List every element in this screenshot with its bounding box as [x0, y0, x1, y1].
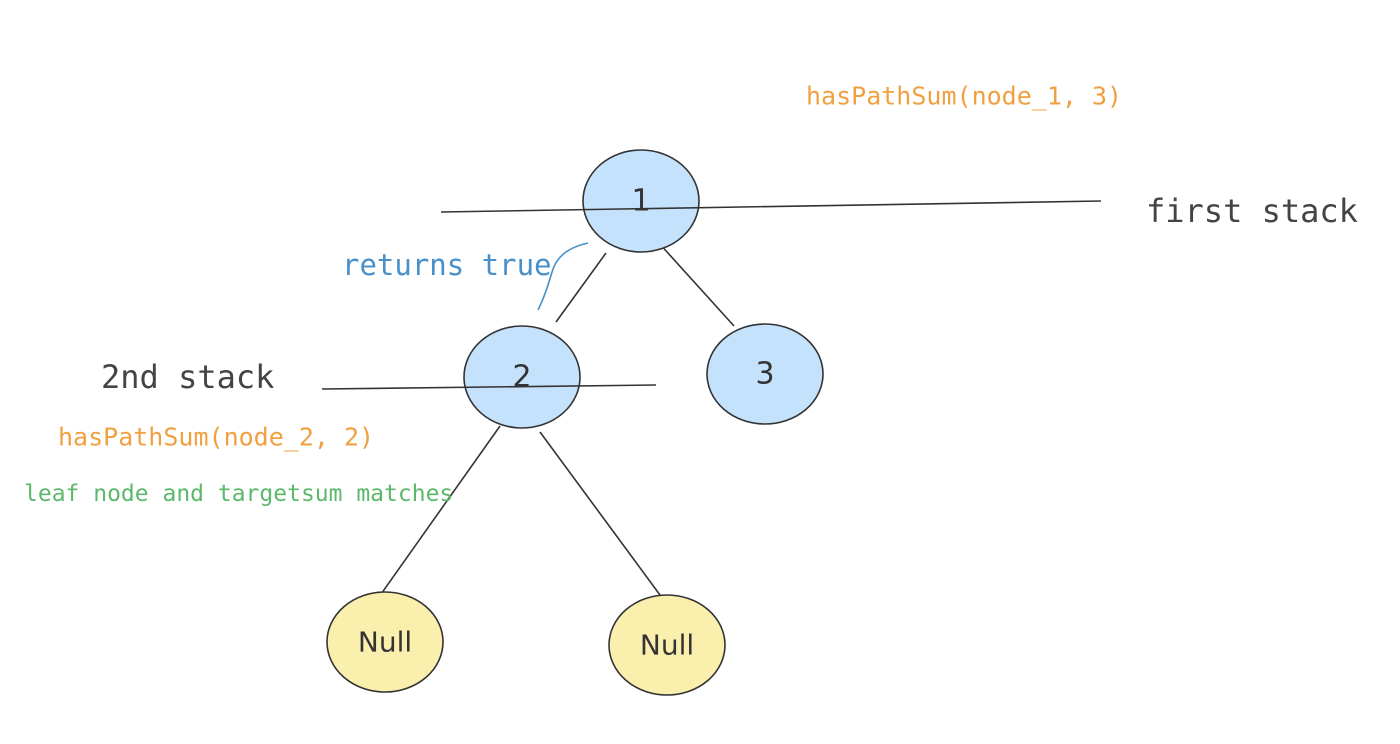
call-node-2-label: hasPathSum(node_2, 2)	[58, 423, 374, 452]
leaf-match-label: leaf node and targetsum matches	[24, 481, 453, 507]
returns-true-curve	[537, 242, 589, 311]
edge-2-null-right	[539, 431, 661, 596]
call-node-1-label: hasPathSum(node_1, 3)	[806, 82, 1122, 111]
first-stack-line	[440, 200, 1102, 213]
null-right-label: Null	[640, 629, 694, 662]
returns-true-label: returns true	[342, 248, 552, 282]
node-3-label: 3	[755, 357, 774, 392]
node-1-label: 1	[631, 184, 650, 219]
edge-2-null-left	[373, 425, 501, 605]
null-left-label: Null	[358, 626, 412, 659]
edge-1-2	[555, 252, 607, 323]
node-2-label: 2	[512, 360, 531, 395]
edge-1-3	[657, 241, 735, 327]
second-stack-label: 2nd stack	[101, 358, 274, 396]
tree-node-3: 3	[706, 323, 824, 425]
tree-node-null-right: Null	[608, 594, 726, 696]
first-stack-label: first stack	[1146, 192, 1358, 230]
second-stack-line	[321, 384, 657, 390]
tree-node-2: 2	[463, 325, 581, 429]
tree-node-1: 1	[582, 149, 700, 253]
tree-node-null-left: Null	[326, 591, 444, 693]
